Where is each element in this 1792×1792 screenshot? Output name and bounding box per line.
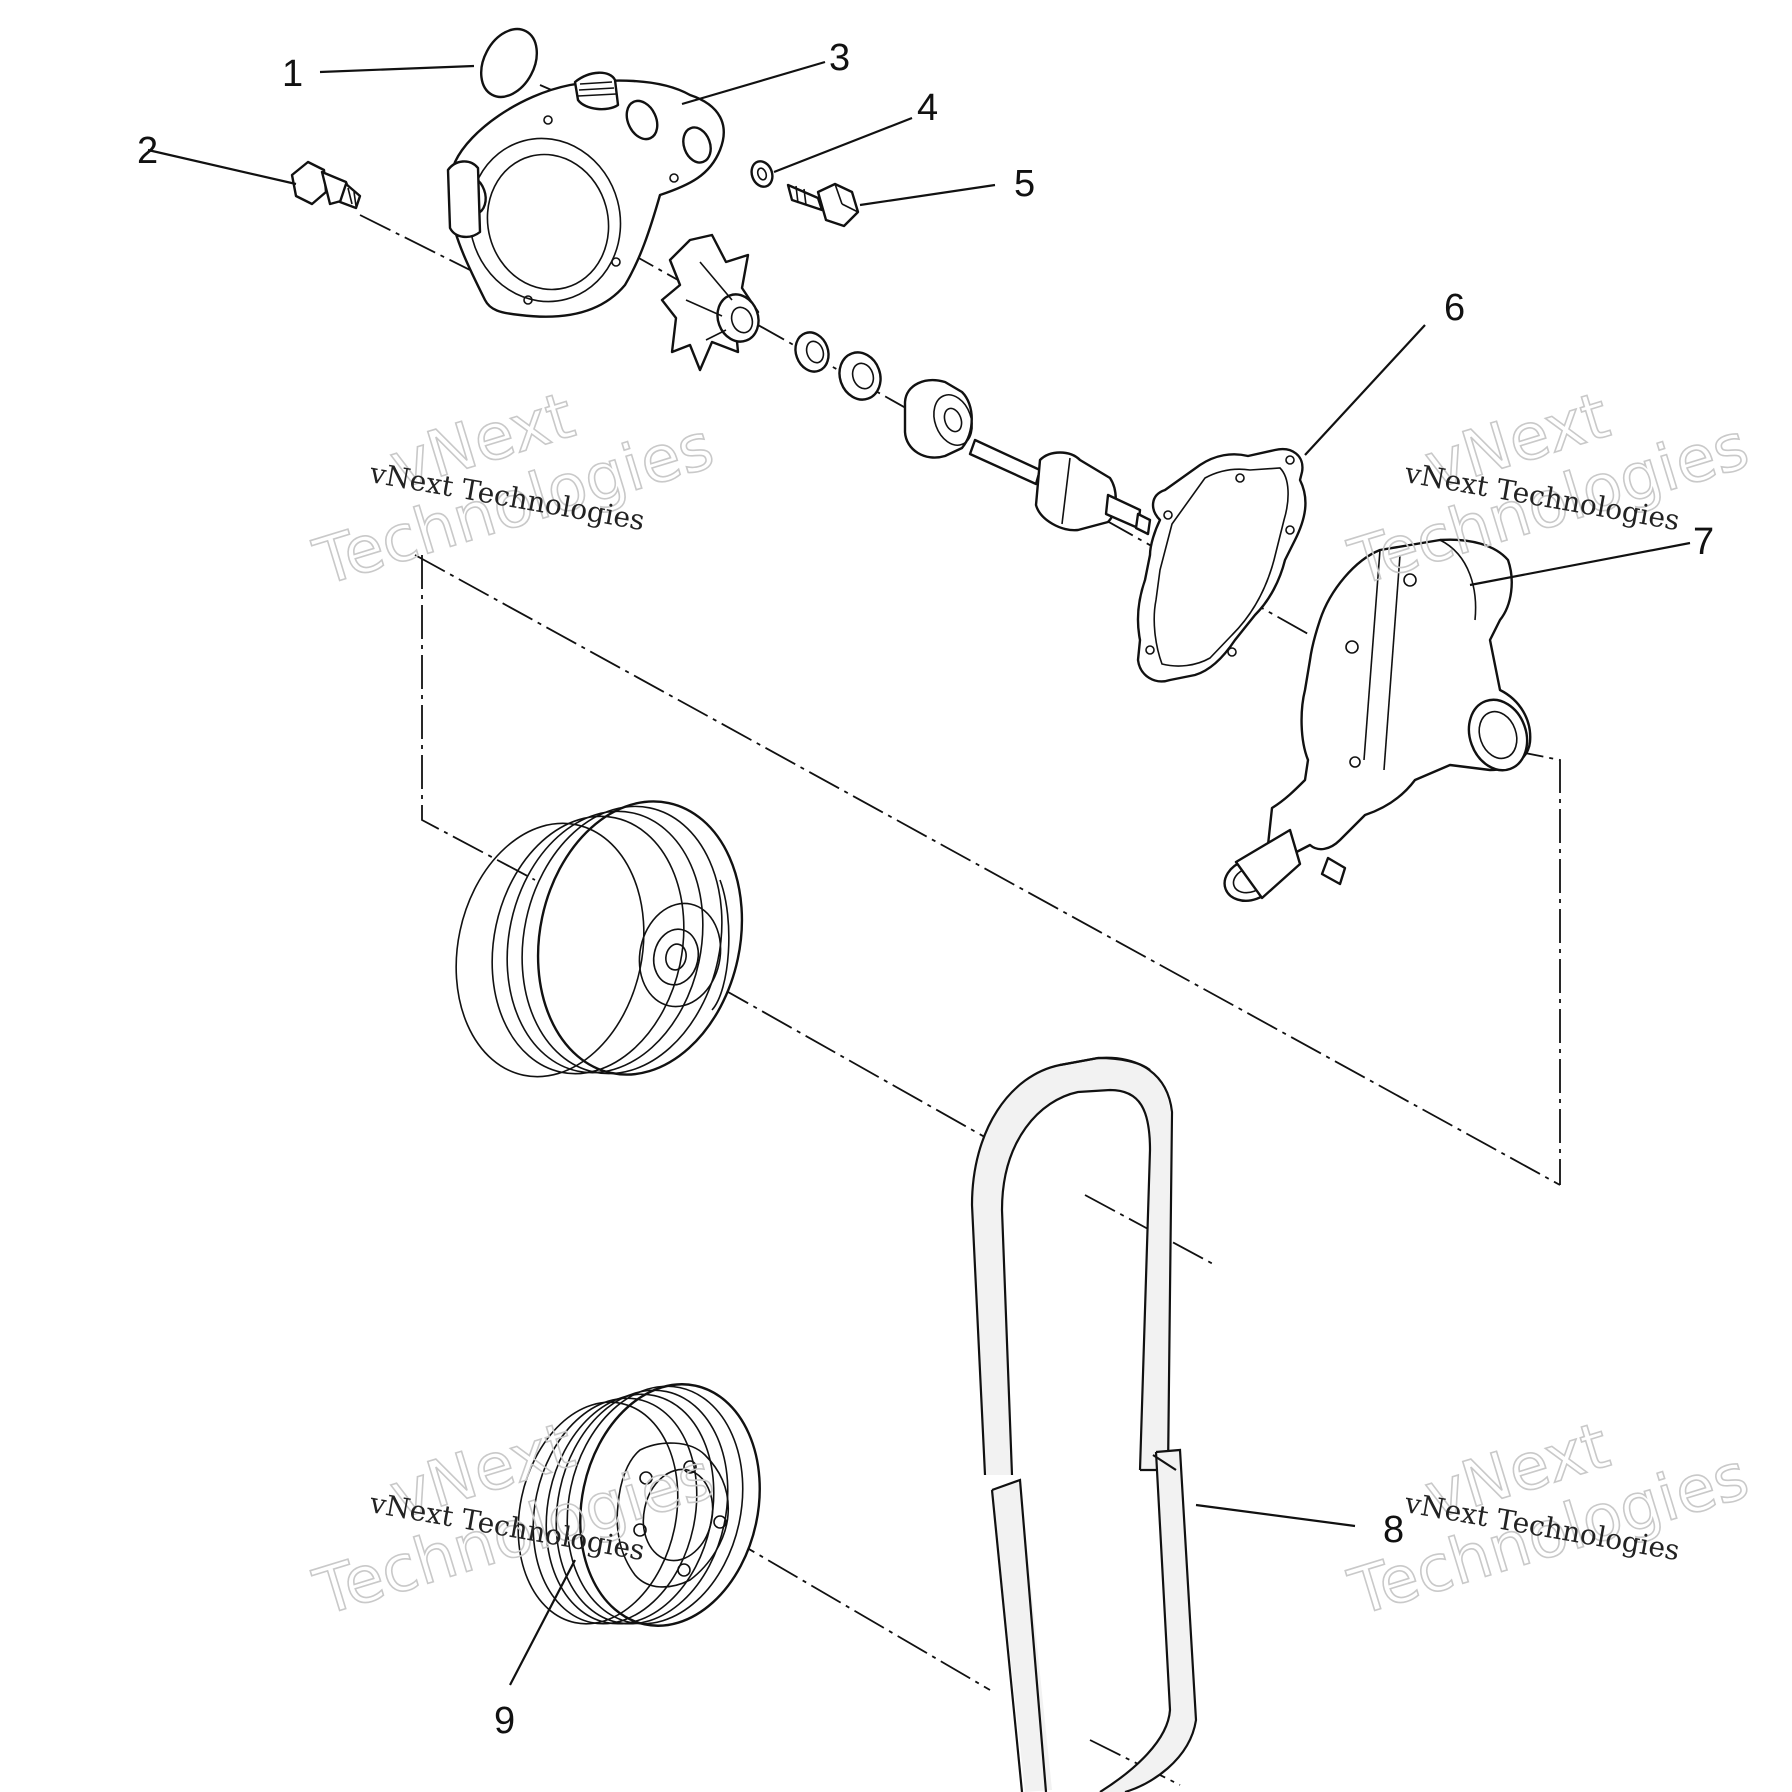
callout-2: 2 bbox=[137, 130, 158, 172]
v-belt bbox=[970, 1056, 1198, 1792]
crank-pulley bbox=[517, 1383, 761, 1627]
pump-cover bbox=[446, 71, 725, 318]
leader-lines bbox=[147, 60, 1691, 1686]
pump-shaft bbox=[968, 438, 1152, 536]
seal-ring bbox=[838, 351, 882, 401]
pump-body bbox=[1223, 538, 1532, 902]
pump-pulley bbox=[455, 800, 744, 1078]
callout-7: 7 bbox=[1693, 521, 1714, 563]
washer bbox=[750, 160, 774, 188]
callout-3: 3 bbox=[829, 37, 850, 79]
callout-5: 5 bbox=[1014, 163, 1035, 205]
drain-bolt bbox=[290, 160, 362, 210]
callout-1: 1 bbox=[282, 53, 303, 95]
callout-9: 9 bbox=[494, 1700, 515, 1742]
callout-numbers: 1 2 3 4 5 6 7 8 9 bbox=[137, 37, 1714, 1742]
watermark-top-left: vNext Technologies bbox=[305, 378, 722, 602]
watermark-bottom-right: vNext Technologies bbox=[1340, 1408, 1757, 1632]
callout-4: 4 bbox=[917, 87, 938, 129]
hex-bolt bbox=[786, 182, 860, 228]
seal-small bbox=[794, 331, 830, 373]
o-ring bbox=[479, 27, 539, 99]
callout-6: 6 bbox=[1444, 287, 1465, 329]
bearing bbox=[903, 379, 973, 459]
watermark-top-right: vNext Technologies bbox=[1340, 378, 1757, 602]
callout-8: 8 bbox=[1383, 1509, 1404, 1551]
impeller bbox=[660, 233, 760, 372]
gasket bbox=[1136, 447, 1307, 683]
